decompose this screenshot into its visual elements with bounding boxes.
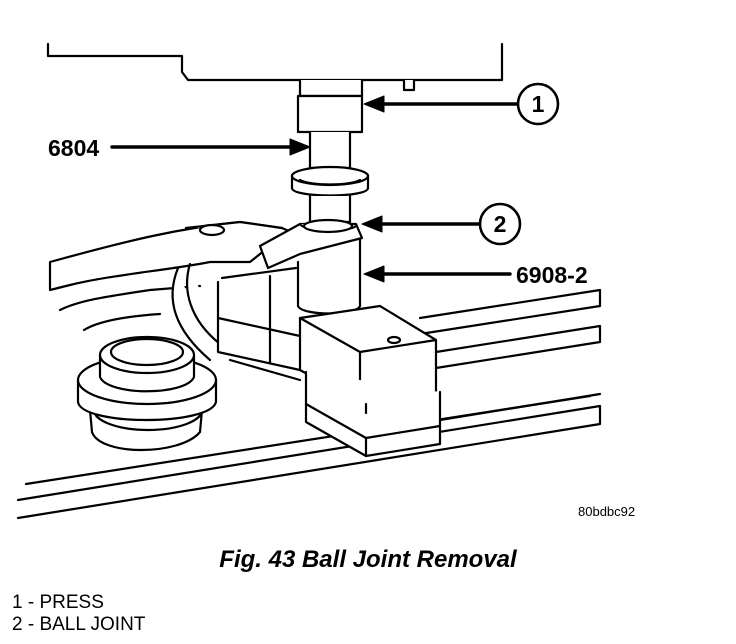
legend-item: 2 - BALL JOINT bbox=[12, 614, 146, 635]
receiver-6908-2 bbox=[216, 238, 362, 372]
tool-label-6908-2: 6908-2 bbox=[516, 262, 588, 288]
ball-joint-removal-illustration: 1 2 6804 6908-2 80bdbc92 bbox=[16, 42, 635, 520]
adapter-6804 bbox=[290, 94, 370, 224]
callout-number-2: 2 bbox=[494, 211, 507, 237]
legend: 1 - PRESS 2 - BALL JOINT bbox=[12, 592, 145, 636]
ball-joint bbox=[258, 218, 364, 270]
bushing bbox=[76, 335, 218, 452]
vise-bed bbox=[16, 288, 602, 520]
control-arm bbox=[48, 220, 302, 382]
vise-jaw bbox=[298, 304, 442, 458]
callout-number-1: 1 bbox=[532, 91, 545, 117]
callout-circle-1 bbox=[516, 82, 560, 126]
press-head bbox=[46, 42, 504, 98]
callout-circle-2 bbox=[478, 202, 522, 246]
image-code: 80bdbc92 bbox=[578, 504, 635, 519]
legend-item: 1 - PRESS bbox=[12, 592, 104, 613]
tool-label-6804: 6804 bbox=[48, 135, 99, 161]
callout-arrows bbox=[110, 95, 519, 283]
figure-caption: Fig. 43 Ball Joint Removal bbox=[219, 546, 517, 573]
